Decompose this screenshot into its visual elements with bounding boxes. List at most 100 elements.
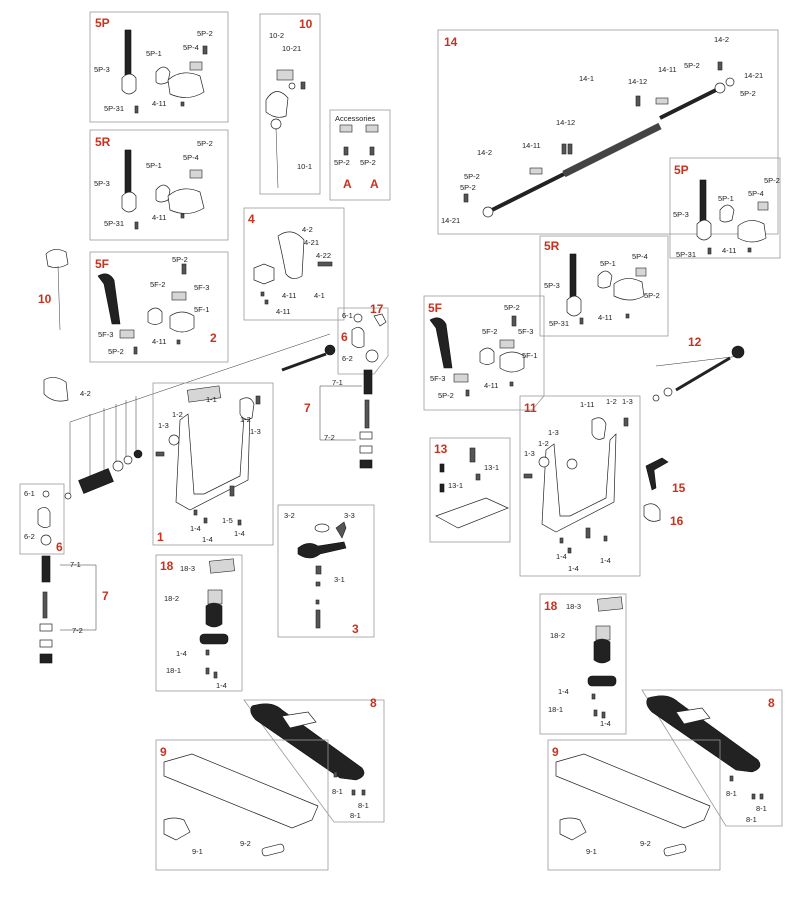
label: 5P-2 bbox=[464, 172, 480, 181]
section-number: 7 bbox=[102, 589, 109, 603]
plate-5P-1 bbox=[155, 184, 171, 203]
washer bbox=[123, 455, 133, 465]
spring-beater-shaft bbox=[569, 253, 577, 299]
section-number: 9 bbox=[552, 745, 559, 759]
label: 1-3 bbox=[250, 427, 261, 436]
screw-1-4 bbox=[237, 519, 242, 526]
universal-joint bbox=[78, 468, 114, 494]
beater-head bbox=[45, 249, 69, 268]
washer bbox=[725, 77, 735, 87]
label: 1-5 bbox=[222, 516, 233, 525]
label: 5F-3 bbox=[430, 374, 445, 383]
section-number: 10 bbox=[299, 17, 313, 31]
base-plate bbox=[555, 753, 711, 829]
clip-9-2 bbox=[261, 843, 285, 857]
block bbox=[453, 373, 469, 383]
screw-1-4 bbox=[203, 517, 208, 524]
label: 5F-2 bbox=[482, 327, 497, 336]
label: 18-2 bbox=[164, 594, 179, 603]
label: 1-2 bbox=[538, 439, 549, 448]
nut bbox=[359, 431, 373, 440]
leader-line bbox=[69, 333, 331, 423]
beater-10-loose: 10 bbox=[38, 249, 69, 331]
section-number: 1 bbox=[157, 530, 164, 544]
label: 13-1 bbox=[484, 463, 499, 472]
screw-5P-31 bbox=[134, 105, 139, 114]
section-number: 18 bbox=[544, 599, 558, 613]
beater-holder bbox=[566, 295, 582, 317]
label: 3-2 bbox=[284, 511, 295, 520]
slide-block bbox=[587, 675, 617, 687]
label: 1-2 bbox=[172, 410, 183, 419]
label: 18-3 bbox=[566, 602, 581, 611]
section-number: 14 bbox=[444, 35, 458, 49]
bolt-1-5 bbox=[229, 485, 235, 497]
section-6-left: 6 6-1 6-2 bbox=[19, 483, 65, 555]
label: 10-2 bbox=[269, 31, 284, 40]
label: 5F-1 bbox=[522, 351, 537, 360]
base-plate bbox=[163, 753, 319, 829]
clamp-body bbox=[167, 188, 205, 214]
label: 14-12 bbox=[556, 118, 575, 127]
kit-letter: A bbox=[343, 177, 352, 191]
label: 14-2 bbox=[714, 35, 729, 44]
clamp-4-2 bbox=[43, 377, 69, 402]
section-box bbox=[437, 29, 779, 235]
hex-nut-4-1 bbox=[253, 263, 275, 285]
screw bbox=[729, 775, 734, 782]
label: 5P-2 bbox=[740, 89, 756, 98]
section-box bbox=[329, 109, 391, 201]
bearing-3-2 bbox=[314, 523, 330, 533]
clamp-4-2 bbox=[277, 231, 305, 279]
section-5F-left: 5F 5P-2 5F-2 5F-3 5F-1 5F-3 5P-2 4-11 bbox=[89, 251, 229, 363]
label: 14-21 bbox=[744, 71, 763, 80]
post-top bbox=[591, 417, 607, 440]
screw-4-11 bbox=[260, 291, 265, 297]
screw bbox=[205, 667, 210, 675]
label: 1-11 bbox=[580, 400, 594, 409]
clip bbox=[663, 843, 687, 857]
drum-key-15 bbox=[645, 457, 669, 491]
clip-10-2 bbox=[276, 69, 294, 81]
section-box bbox=[641, 689, 783, 827]
section-11: 11 1-11 1-2 1-3 1-3 1-2 1-3 1-4 1-4 1-4 bbox=[519, 395, 641, 577]
label: 5P-31 bbox=[104, 104, 124, 113]
section-number: 16 bbox=[670, 514, 684, 528]
spring-beater-shaft bbox=[699, 179, 707, 223]
label: 4-11 bbox=[276, 307, 290, 316]
screw-14-12 bbox=[561, 143, 567, 155]
label: 18-2 bbox=[550, 631, 565, 640]
section-9-right: 9 9-1 9-2 bbox=[547, 739, 721, 871]
section-17: 17 6 6-1 6-2 bbox=[337, 302, 389, 375]
clip-14-12 bbox=[529, 167, 543, 175]
label: 9-2 bbox=[640, 839, 651, 848]
screw bbox=[707, 247, 712, 255]
frame-body bbox=[541, 433, 617, 533]
section-number: 10 bbox=[38, 292, 52, 306]
label: 5P-1 bbox=[146, 49, 162, 58]
beater-holder bbox=[696, 219, 712, 241]
screw-10-21 bbox=[300, 81, 306, 90]
section-10: 10 10-2 10-21 10-1 bbox=[259, 13, 321, 195]
section-box bbox=[243, 207, 345, 321]
section-13: 13 13-1 13-1 bbox=[429, 437, 511, 543]
section-number: 7 bbox=[304, 401, 311, 415]
logo-plate bbox=[675, 707, 711, 725]
label: 14-11 bbox=[522, 141, 541, 150]
bolt bbox=[315, 565, 322, 575]
beater-head bbox=[265, 91, 289, 118]
screw bbox=[603, 535, 608, 542]
logo-plate bbox=[281, 711, 317, 729]
screw-5P-31 bbox=[134, 221, 139, 230]
pad-18-3 bbox=[209, 558, 235, 574]
label: 5P-3 bbox=[673, 210, 689, 219]
section-5F-right: 5F 5P-2 5F-2 5F-3 5F-1 5F-3 5P-2 4-11 bbox=[423, 295, 545, 411]
washer bbox=[133, 449, 143, 459]
section-number: 5R bbox=[95, 135, 111, 149]
label: 7-1 bbox=[332, 378, 343, 387]
spring-5F-2 bbox=[97, 273, 121, 325]
label: 1-4 bbox=[190, 524, 201, 533]
label: 4-11 bbox=[152, 213, 166, 222]
screw bbox=[625, 313, 630, 319]
footboard bbox=[250, 703, 365, 781]
